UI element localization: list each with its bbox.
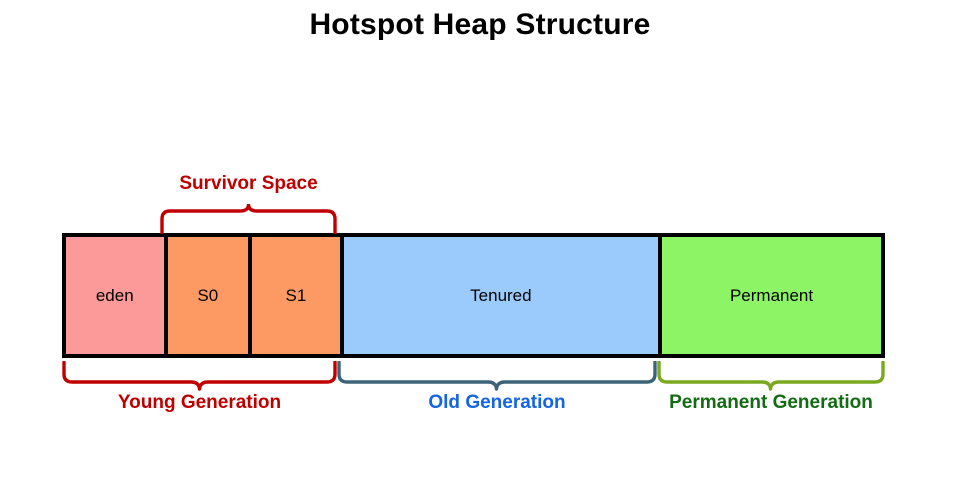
heap-region-tenured: Tenured (339, 237, 659, 354)
heap-region-label: S0 (197, 285, 219, 305)
heap-region-eden: eden (66, 237, 164, 354)
heap-region-s0: S0 (163, 237, 249, 354)
page-title: Hotspot Heap Structure (309, 8, 651, 41)
survivor-space-brace (160, 204, 337, 234)
young-generation-label: Young Generation (117, 392, 282, 413)
old-generation-brace (337, 361, 657, 391)
survivor-space-label: Survivor Space (179, 173, 318, 194)
heap-region-label: Permanent (729, 285, 814, 305)
heap-region-permanent: Permanent (658, 237, 881, 354)
heap-region-label: eden (95, 285, 134, 305)
heap-bar: eden S0 S1 Tenured Permanent (62, 233, 885, 358)
heap-region-s1: S1 (248, 237, 340, 354)
heap-region-label: Tenured (470, 285, 532, 305)
permanent-generation-brace (657, 361, 885, 391)
young-generation-brace (62, 361, 337, 391)
permanent-generation-label: Permanent Generation (669, 392, 873, 413)
heap-region-label: S1 (285, 285, 307, 305)
old-generation-label: Old Generation (428, 392, 566, 413)
